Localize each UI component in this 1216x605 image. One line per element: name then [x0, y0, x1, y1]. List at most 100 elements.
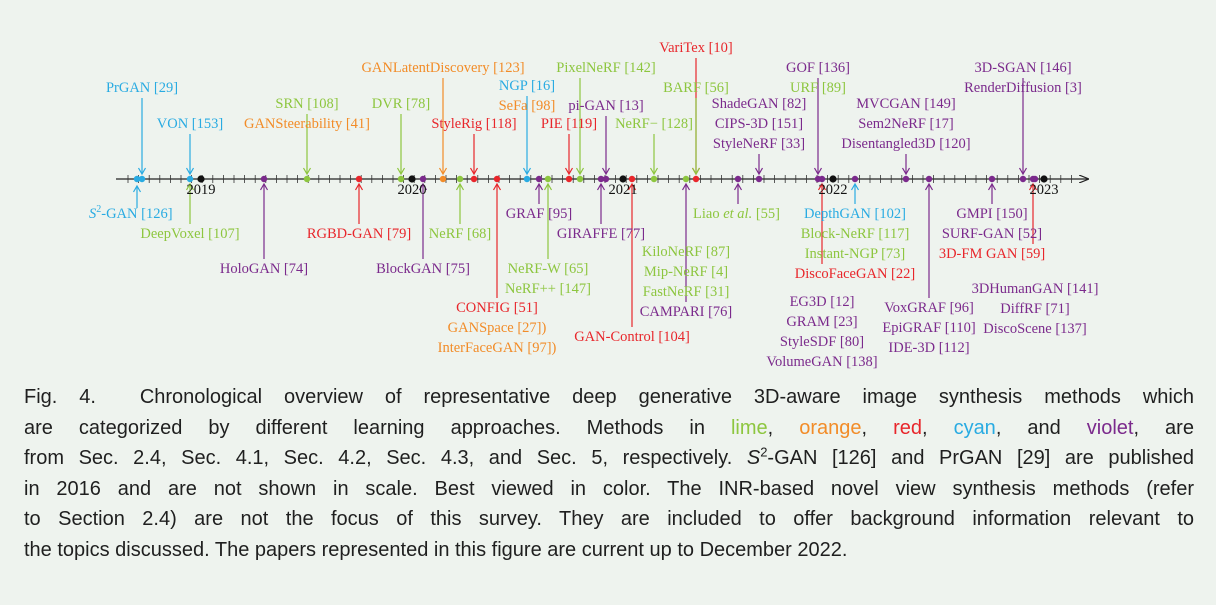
caption-line-2: are categorized by different learning ap… — [24, 416, 1194, 439]
method-label: 3D-FM GAN [59] — [939, 246, 1045, 262]
method-dot — [628, 175, 636, 183]
arrowhead — [601, 167, 611, 176]
method-label: GANSpace [27]) — [448, 320, 547, 336]
caption-line-1: Fig. 4. Chronological overview of repres… — [24, 382, 1194, 413]
caption-text-6: the topics discussed. The papers represe… — [24, 538, 848, 561]
method-dot — [470, 175, 478, 183]
method-dot — [397, 175, 405, 183]
method-label: VON [153] — [157, 116, 223, 132]
arrowhead — [575, 167, 585, 176]
method-label: IDE-3D [112] — [888, 340, 969, 356]
method-label: BARF [56] — [663, 80, 729, 96]
method-label: Instant-NGP [73] — [805, 246, 906, 262]
method-dot — [133, 175, 141, 183]
year-dot — [408, 175, 416, 183]
method-label: GANSteerability [41] — [244, 116, 370, 132]
method-dot — [419, 175, 427, 183]
arrowhead — [418, 182, 428, 191]
arrowhead — [1018, 167, 1028, 176]
method-label: GMPI [150] — [956, 206, 1027, 222]
arrowhead — [813, 167, 823, 176]
method-label: URF [89] — [790, 80, 846, 96]
method-dot — [576, 175, 584, 183]
caption-text-5: to Section 2.4) are not the focus of thi… — [24, 508, 1194, 530]
method-label: DeepVoxel [107] — [140, 226, 239, 242]
method-dot — [493, 175, 501, 183]
method-label: EpiGRAF [110] — [882, 320, 975, 336]
method-dot — [303, 175, 311, 183]
method-label: GRAF [95] — [506, 206, 572, 222]
method-label: BlockGAN [75] — [376, 261, 470, 277]
method-label: HoloGAN [74] — [220, 261, 308, 277]
method-label: Mip-NeRF [4] — [644, 264, 728, 280]
method-label: GOF [136] — [786, 60, 850, 76]
method-label: pi-GAN [13] — [568, 98, 643, 114]
method-label: Block-NeRF [117] — [801, 226, 910, 242]
arrowhead — [564, 167, 574, 176]
method-label: SRN [108] — [275, 96, 338, 112]
year-label: 2019 — [187, 182, 216, 198]
method-dot — [138, 175, 146, 183]
method-labels: PrGAN [29]VON [153]SRN [108]GANSteerabil… — [106, 40, 1098, 370]
arrowhead — [596, 182, 606, 191]
caption-text-1: Chronological overview of representative… — [139, 386, 1194, 408]
method-label: DepthGAN [102] — [804, 206, 906, 222]
caption-line-5: to Section 2.4) are not the focus of thi… — [24, 504, 1194, 535]
method-label: 3DHumanGAN [141] — [972, 281, 1099, 297]
method-label: NeRF [68] — [429, 226, 491, 242]
method-dot — [650, 175, 658, 183]
method-label: CIPS-3D [151] — [715, 116, 803, 132]
keyword-violet: violet — [1086, 416, 1134, 439]
method-dot — [988, 175, 996, 183]
method-label: DVR [78] — [372, 96, 430, 112]
method-label: GAN-Control [104] — [574, 329, 690, 345]
year-label: 2021 — [609, 182, 638, 198]
method-label: GIRAFFE [77] — [557, 226, 645, 242]
method-label: RenderDiffusion [3] — [964, 80, 1082, 96]
arrowhead — [681, 182, 691, 191]
method-dot — [565, 175, 573, 183]
method-label: VolumeGAN [138] — [766, 354, 877, 370]
arrowhead — [987, 182, 997, 191]
arrowhead — [754, 167, 764, 176]
method-label: NeRF-W [65] — [508, 261, 589, 277]
method-label: DiffRF [71] — [1000, 301, 1069, 317]
caption-fig-number: Fig. 4. — [24, 386, 96, 408]
keyword-orange: orange — [799, 416, 862, 439]
method-label: Disentangled3D [120] — [841, 136, 970, 152]
method-dot — [439, 175, 447, 183]
connectors — [132, 58, 1038, 327]
method-dot — [597, 175, 605, 183]
method-label: 3D-SGAN [146] — [974, 60, 1071, 76]
caption-text-4: in 2016 and are not shown in scale. Best… — [24, 477, 1194, 500]
method-dot — [535, 175, 543, 183]
method-label: InterFaceGAN [97]) — [438, 340, 557, 356]
method-dot — [755, 175, 763, 183]
arrowhead — [492, 182, 502, 191]
caption-line-3: from Sec. 2.4, Sec. 4.1, Sec. 4.2, Sec. … — [24, 443, 1194, 474]
arrowhead — [534, 182, 544, 191]
arrowhead — [1028, 182, 1038, 191]
method-label: DiscoFaceGAN [22] — [795, 266, 915, 282]
keyword-red: red — [893, 416, 922, 439]
arrowhead — [137, 167, 147, 176]
method-label: DiscoScene [137] — [983, 321, 1086, 337]
arrowhead — [259, 182, 269, 191]
method-dot — [902, 175, 910, 183]
caption-text-and: and — [1027, 416, 1061, 439]
method-label: StyleSDF [80] — [780, 334, 864, 350]
method-dot — [818, 175, 826, 183]
method-dot — [734, 175, 742, 183]
method-label: NGP [16] — [499, 78, 555, 94]
arrowhead — [649, 167, 659, 176]
method-label: GANLatentDiscovery [123] — [361, 60, 524, 76]
method-dot — [186, 175, 194, 183]
keyword-cyan: cyan — [953, 416, 996, 439]
method-label: PIE [119] — [541, 116, 597, 132]
method-label: SURF-GAN [52] — [942, 226, 1042, 242]
arrowhead — [132, 184, 142, 193]
year-dot — [619, 175, 627, 183]
arrowhead — [543, 182, 553, 191]
method-label: ShadeGAN [82] — [712, 96, 807, 112]
